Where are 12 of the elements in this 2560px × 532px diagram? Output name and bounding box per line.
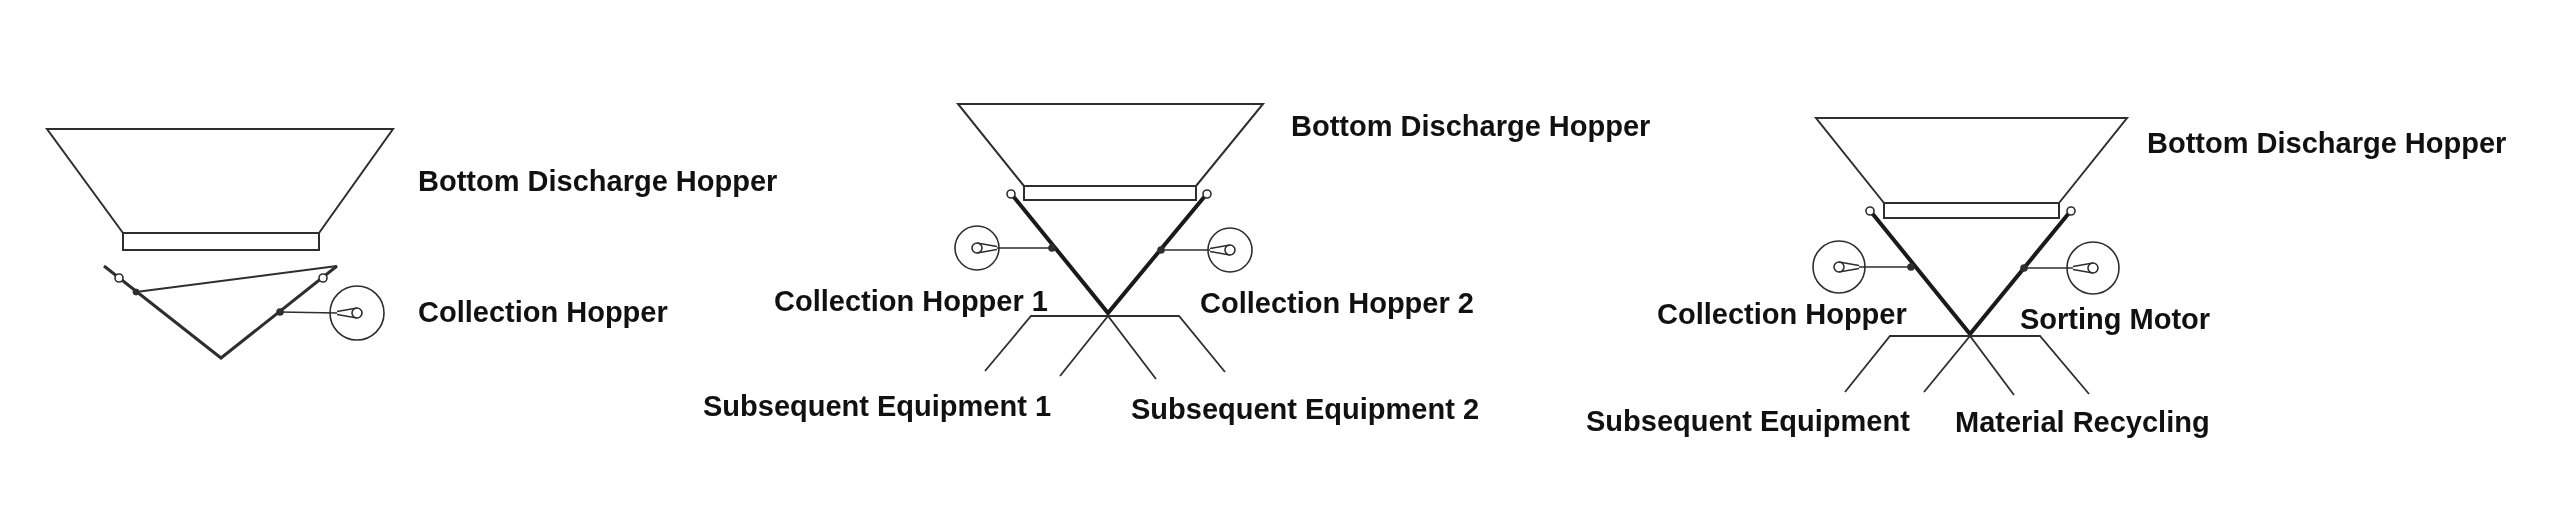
part-label: Sorting Motor	[2020, 303, 2211, 337]
part-label: Bottom Discharge Hopper	[2147, 127, 2507, 161]
part-label: Subsequent Equipment 1	[703, 390, 1052, 424]
part-label: Bottom Discharge Hopper	[1291, 110, 1651, 144]
part-label: Subsequent Equipment 2	[1131, 393, 1480, 427]
part-label: Bottom Discharge Hopper	[418, 165, 778, 199]
part-label: Subsequent Equipment	[1586, 405, 1910, 439]
part-label: Collection Hopper 2	[1200, 287, 1474, 321]
part-label: Collection Hopper 1	[774, 285, 1048, 319]
part-label: Material Recycling	[1955, 406, 2210, 440]
part-label: Collection Hopper	[418, 296, 668, 330]
part-label: Collection Hopper	[1657, 298, 1907, 332]
